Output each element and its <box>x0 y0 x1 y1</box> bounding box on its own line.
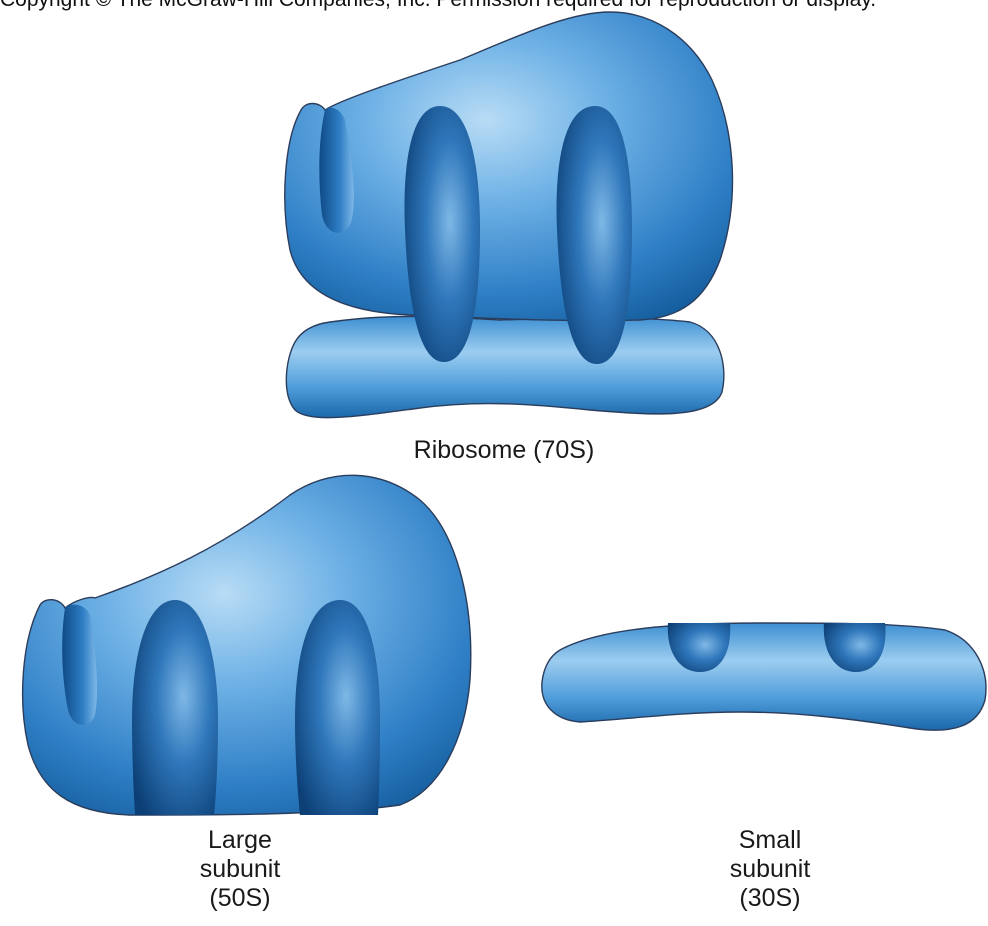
large-subunit-label-line-2: subunit <box>160 855 320 884</box>
ribosome-label: Ribosome (70S) <box>354 436 654 465</box>
small-subunit-label-line-3: (30S) <box>690 884 850 913</box>
small-subunit-30s-shape <box>542 623 986 730</box>
ribosome-small-part <box>286 316 724 417</box>
large-subunit-50s-shape <box>23 475 471 815</box>
small-subunit-body <box>542 623 986 730</box>
small-subunit-label: Small subunit (30S) <box>690 826 850 913</box>
ribosome-label-text: Ribosome (70S) <box>354 436 654 465</box>
large-subunit-label-line-3: (50S) <box>160 884 320 913</box>
small-subunit-label-line-1: Small <box>690 826 850 855</box>
large-subunit-tunnel-right <box>295 600 380 815</box>
large-subunit-tunnel-left <box>132 600 218 815</box>
large-subunit-label: Large subunit (50S) <box>160 826 320 913</box>
small-subunit-label-line-2: subunit <box>690 855 850 884</box>
ribosome-large-part <box>285 12 733 321</box>
ribosome-70s-shape <box>285 12 733 418</box>
large-subunit-label-line-1: Large <box>160 826 320 855</box>
